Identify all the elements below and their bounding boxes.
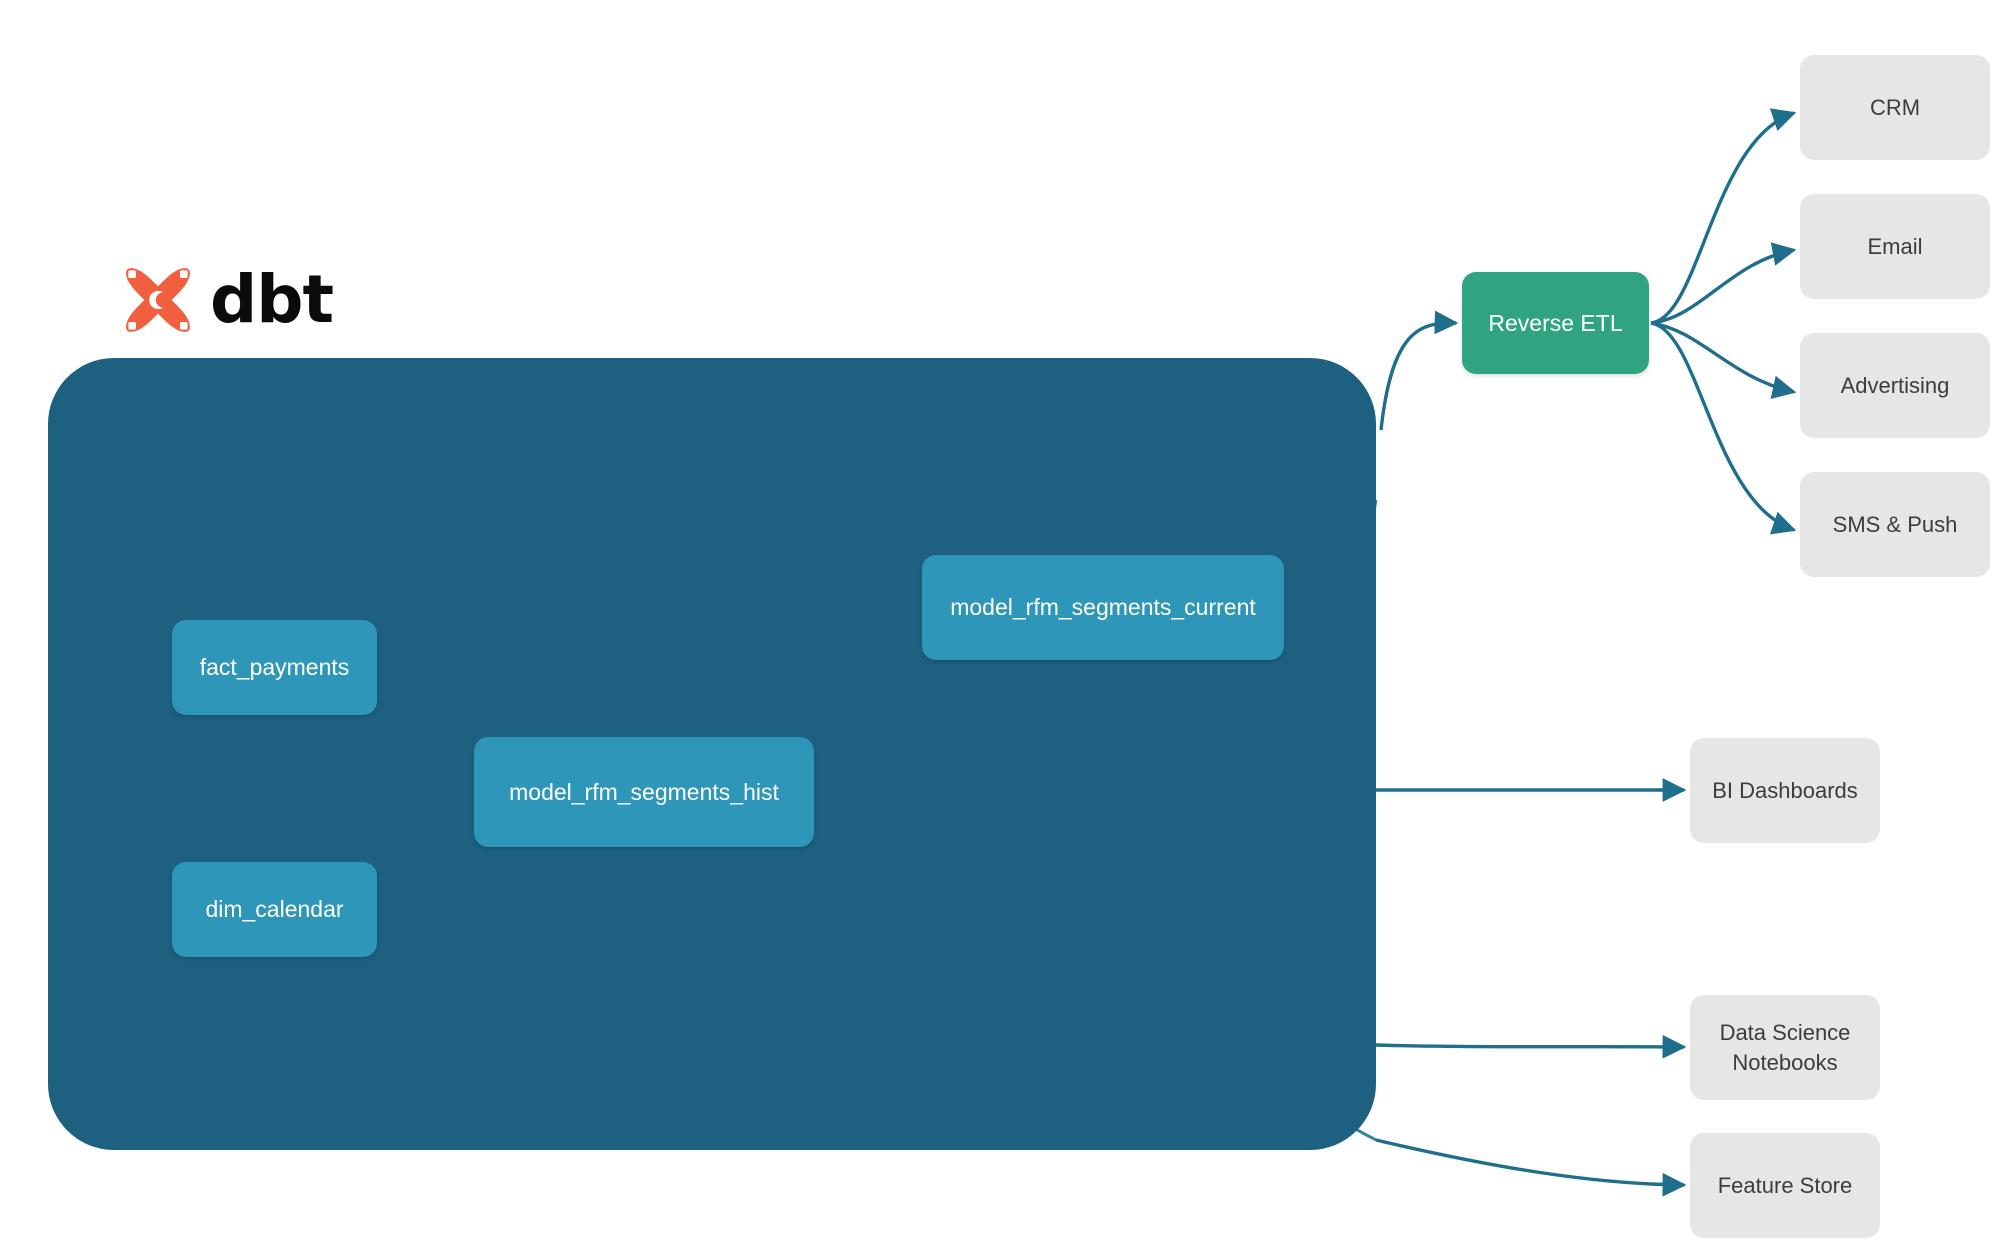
destination-node-crm[interactable]: CRM [1800, 55, 1990, 160]
edge-reverse-etl-to-crm [1650, 108, 1797, 325]
model-node-rfm-segments-current[interactable]: model_rfm_segments_current [922, 555, 1284, 660]
edge-current-to-reverse-etl [1379, 310, 1459, 431]
dbt-logo: dbt [120, 261, 334, 338]
edge-reverse-etl-to-sms-push [1650, 321, 1797, 535]
destination-node-feature-store[interactable]: Feature Store [1690, 1133, 1880, 1238]
dbt-wordmark: dbt [210, 261, 334, 338]
reverse-etl-node[interactable]: Reverse ETL [1462, 272, 1649, 374]
model-node-rfm-segments-hist[interactable]: model_rfm_segments_hist [474, 737, 814, 847]
destination-node-email[interactable]: Email [1800, 194, 1990, 299]
edge-reverse-etl-to-advertising [1650, 321, 1797, 400]
dbt-logo-icon [126, 268, 190, 332]
destination-node-sms-push[interactable]: SMS & Push [1800, 472, 1990, 577]
edge-to-data-science-notebooks [1375, 1034, 1687, 1059]
model-node-fact-payments[interactable]: fact_payments [172, 620, 377, 715]
edge-reverse-etl-to-email [1650, 242, 1797, 325]
destination-node-advertising[interactable]: Advertising [1800, 333, 1990, 438]
destination-node-bi-dashboards[interactable]: BI Dashboards [1690, 738, 1880, 843]
edge-to-feature-store [1375, 1138, 1687, 1197]
model-node-dim-calendar[interactable]: dim_calendar [172, 862, 377, 957]
